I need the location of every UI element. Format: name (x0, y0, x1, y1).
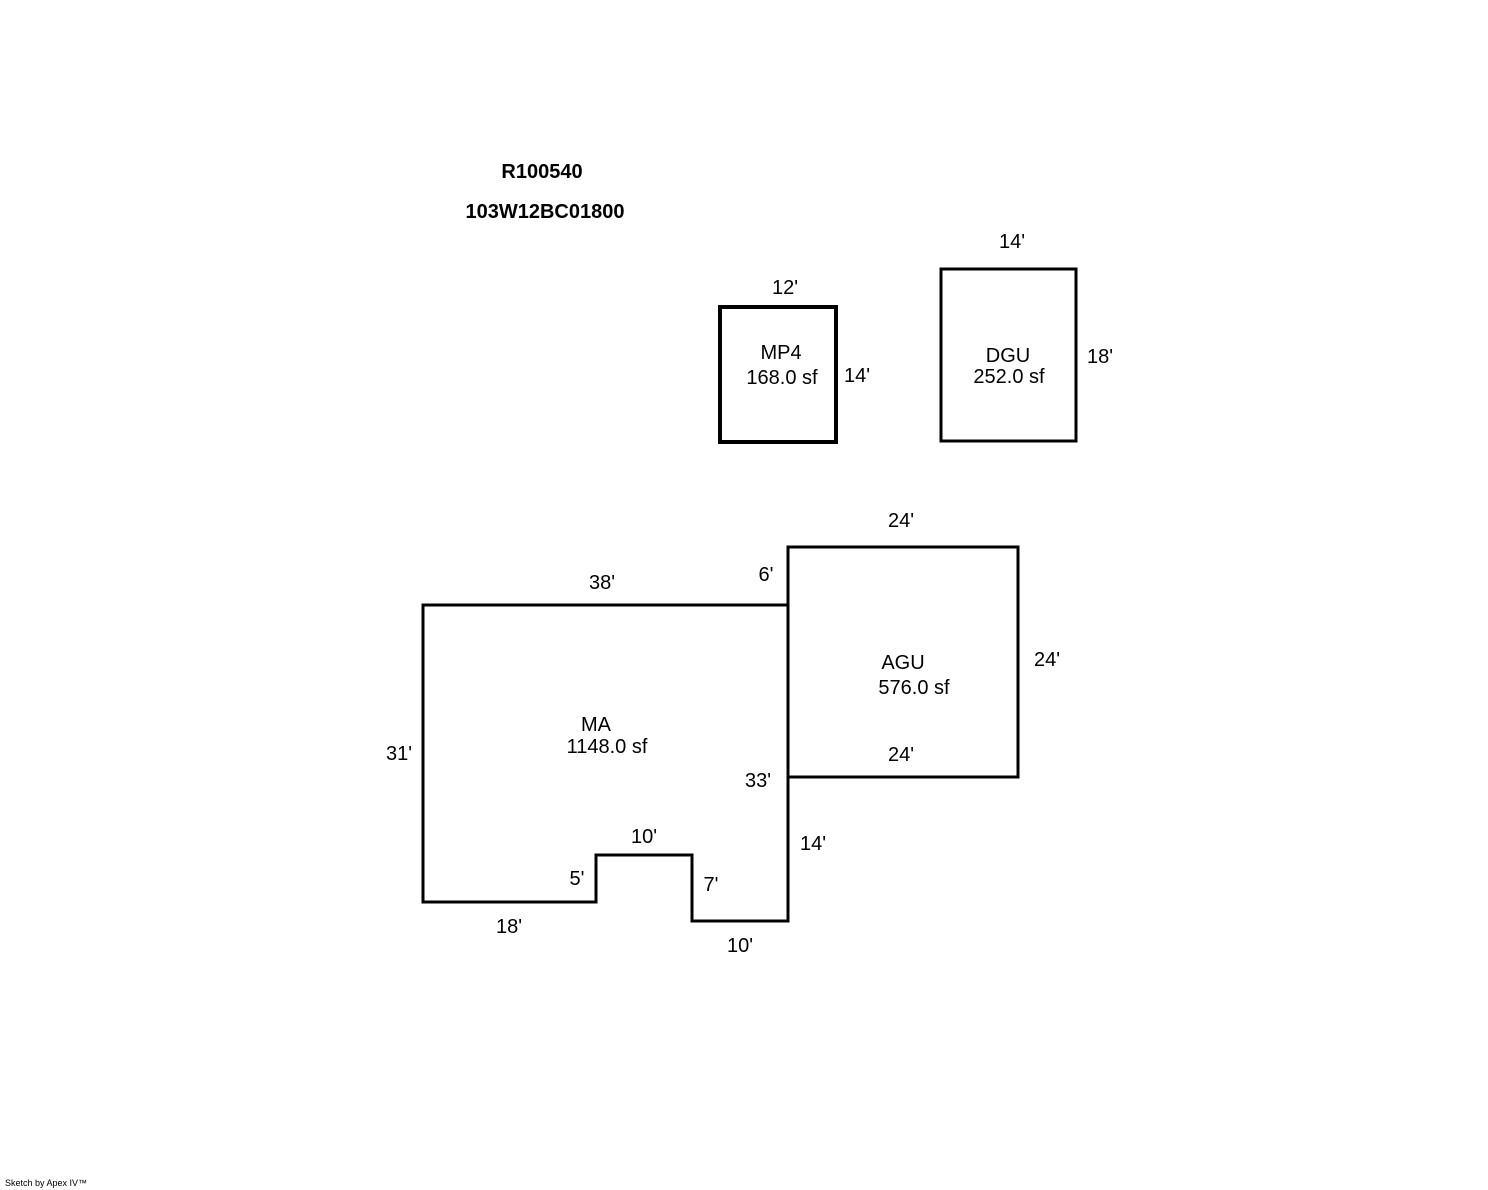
dgu-area: 252.0 sf (973, 366, 1045, 388)
ma-left-dimension: 31' (386, 743, 412, 765)
ma-notch-left-dimension: 5' (570, 868, 585, 890)
account-id: R100540 (501, 161, 582, 183)
dgu-outline (939, 267, 1078, 443)
ma-code: MA (581, 714, 612, 736)
dgu-code: DGU (986, 345, 1030, 367)
ma-right-dimension: 33' (745, 770, 771, 792)
agu-right-dimension: 24' (1034, 649, 1060, 671)
sketch-credit: Sketch by Apex IV™ (5, 1178, 87, 1188)
ma-right-lower-dimension: 14' (800, 833, 826, 855)
dgu-top-dimension: 14' (999, 231, 1025, 253)
ma-notch-top-dimension: 10' (631, 826, 657, 848)
ma-area: 1148.0 sf (567, 736, 648, 758)
mp4-top-dimension: 12' (772, 277, 798, 299)
ma-notch-right-dimension: 7' (704, 874, 719, 896)
ma-outline (421, 603, 790, 923)
agu-top-dimension: 24' (888, 510, 914, 532)
agu-left-upper-dimension: 6' (759, 564, 774, 586)
mp4-right-dimension: 14' (844, 365, 870, 387)
ma-bottom-left-dimension: 18' (496, 916, 522, 938)
agu-code: AGU (881, 652, 924, 674)
agu-bottom-dimension: 24' (888, 744, 914, 766)
mp4-outline (718, 305, 838, 444)
map-tax-lot: 103W12BC01800 (466, 201, 625, 223)
dgu-right-dimension: 18' (1087, 346, 1113, 368)
ma-bottom-right-dimension: 10' (727, 935, 753, 957)
mp4-code: MP4 (760, 342, 801, 364)
mp4-area: 168.0 sf (746, 367, 818, 389)
agu-area: 576.0 sf (878, 677, 950, 699)
ma-top-dimension: 38' (589, 572, 615, 594)
